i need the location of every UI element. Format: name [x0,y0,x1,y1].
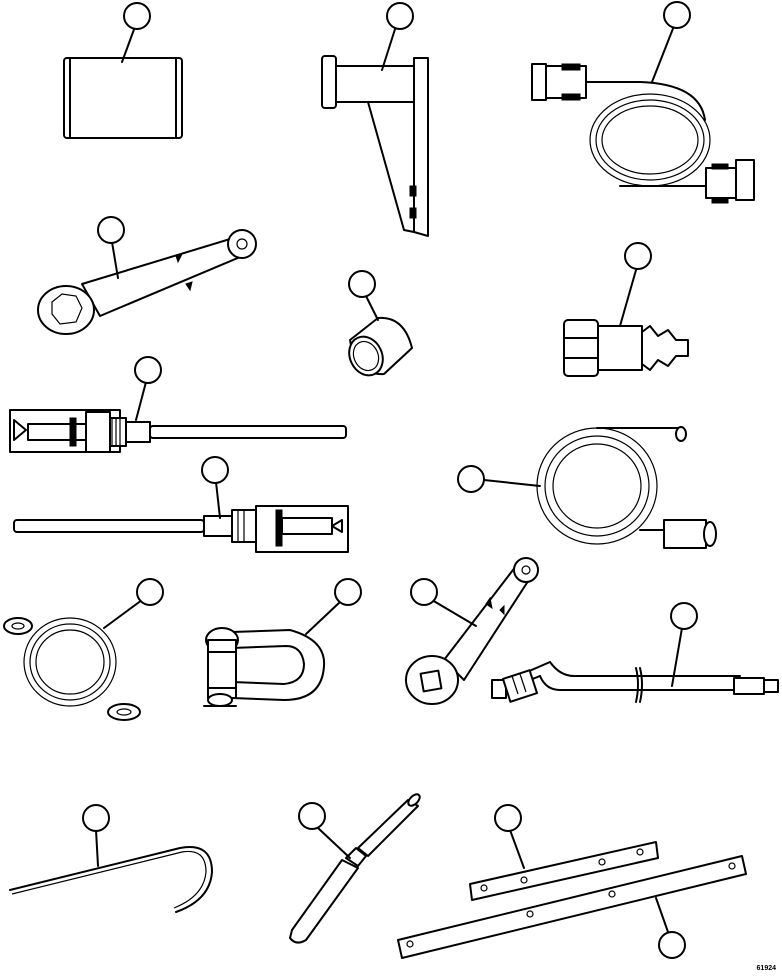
callout-circle [410,578,438,606]
callout-circle [670,602,698,630]
callout-circle [494,804,522,832]
callout-circle [457,465,485,493]
adapter-rod-right-part [9,356,347,453]
quick-disconnect-fitting-part [563,242,689,377]
adapter-rod-left-part [13,456,349,553]
connector-cable-part [531,1,755,204]
callout-circle [658,931,686,959]
coiled-lanyard-part [3,578,164,721]
callout-circle [334,578,362,606]
callout-circle [82,804,110,832]
callout-circle [663,1,691,29]
callout-circle [123,2,151,30]
hook-rod-part [9,804,213,913]
sleeve-part [63,2,183,139]
callout-circle [136,578,164,606]
square-drive-wrench-part [405,557,539,705]
coiled-tube-assembly-part [457,426,717,549]
figure-number: 61924 [756,965,776,972]
shim-strap-short-part [469,804,659,901]
callout-circle [201,456,229,484]
callout-circle [348,270,376,298]
hose-assembly-part [491,602,779,703]
shackle-part [203,578,362,707]
mounting-bracket-part [321,2,429,237]
shim-strap-long-part [397,855,747,959]
callout-circle [386,2,414,30]
bushing-part [348,270,413,377]
callout-circle [134,356,162,384]
callout-circle [298,802,326,830]
box-end-wrench-part [37,216,257,335]
pin-tool-part [289,793,421,944]
callout-circle [97,216,125,244]
callout-circle [624,242,652,270]
